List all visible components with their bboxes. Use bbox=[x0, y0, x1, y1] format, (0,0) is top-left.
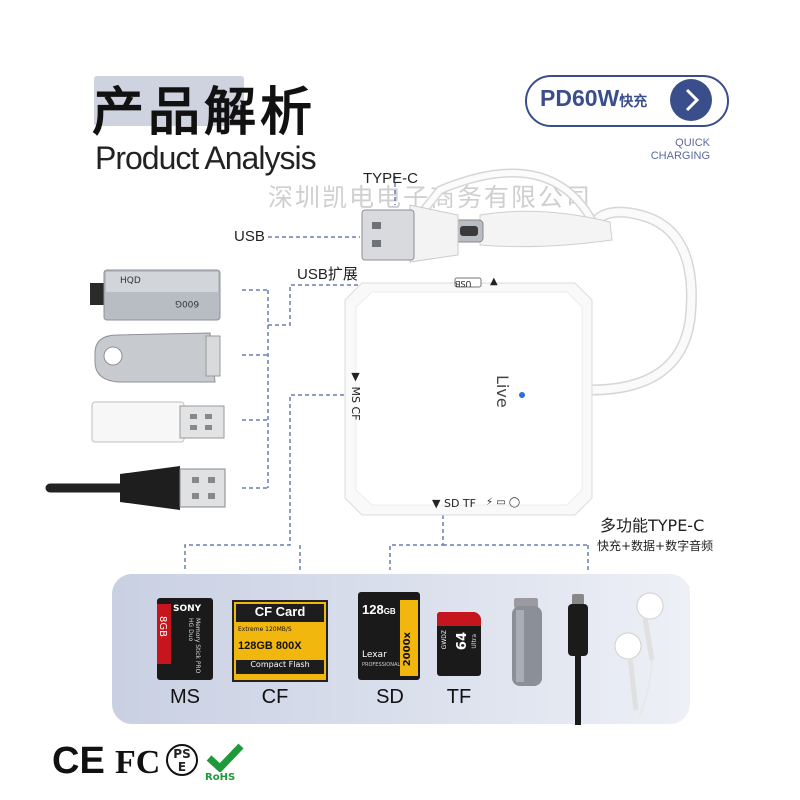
type-c-label: TYPE-C bbox=[363, 170, 419, 187]
hub-icons: ⚡ ▭ ◯ bbox=[486, 497, 521, 508]
multifunction-type-c-label: 多功能TYPE-C bbox=[600, 516, 705, 535]
pd-badge-text: PD60W快充 bbox=[540, 85, 648, 111]
type-c-boot bbox=[479, 210, 613, 248]
flash-drive-brand: HQD bbox=[120, 276, 141, 286]
type-c-cable bbox=[568, 594, 588, 725]
usb-a-plug bbox=[361, 209, 415, 261]
hub-sd-tf-label: ▼ SD TF bbox=[432, 497, 476, 510]
rohs-mark: RoHS bbox=[205, 742, 245, 783]
tf-card: GWDZ 64 Ultra bbox=[437, 612, 481, 676]
ms-label: MS bbox=[170, 686, 200, 708]
ms-card: SONY 8GB Memory Stick PRO HG Duo bbox=[157, 598, 213, 680]
sd-label: SD bbox=[376, 686, 404, 708]
usb-expansion-label: USB扩展 bbox=[297, 266, 358, 283]
page-title-cn: 产品解析 bbox=[92, 83, 317, 143]
flash-drive-metal bbox=[94, 332, 221, 383]
usb-cable bbox=[45, 466, 226, 510]
hub-cable bbox=[416, 168, 697, 396]
fc-mark: FC bbox=[115, 744, 161, 781]
type-c-adapter bbox=[512, 598, 542, 686]
tf-label: TF bbox=[446, 686, 472, 708]
flash-drive-hqd bbox=[90, 269, 221, 321]
hub-body bbox=[344, 277, 593, 516]
earphones bbox=[614, 592, 664, 716]
hub-usb-port-label: USB bbox=[455, 279, 472, 288]
pse-mark: PS E bbox=[166, 744, 198, 776]
flash-drive-size: 600G bbox=[175, 298, 200, 308]
usb-label: USB bbox=[234, 228, 265, 245]
usb-plug-boot bbox=[409, 204, 459, 263]
hub-brand: Live bbox=[493, 375, 512, 408]
sd-card: 128GB 2000x Lexar PROFESSIONAL bbox=[358, 592, 420, 680]
ce-mark: CE bbox=[52, 740, 105, 782]
flash-drive-white bbox=[91, 401, 225, 443]
title-highlight bbox=[94, 76, 244, 126]
chevron-right-icon bbox=[670, 79, 712, 121]
hub-ms-cf-label: ▼ MS CF bbox=[349, 370, 362, 421]
multifunction-sub-label: 快充+数据+数字音频 bbox=[597, 539, 714, 553]
cf-card: CF Card Extreme 120MB/S 128GB 800X Compa… bbox=[232, 600, 328, 682]
type-c-devices bbox=[512, 592, 664, 725]
cf-label: CF bbox=[261, 686, 289, 708]
check-icon bbox=[206, 743, 244, 773]
page-title-en: Product Analysis bbox=[95, 140, 317, 176]
arrow-up-icon: ▲ bbox=[490, 276, 498, 287]
